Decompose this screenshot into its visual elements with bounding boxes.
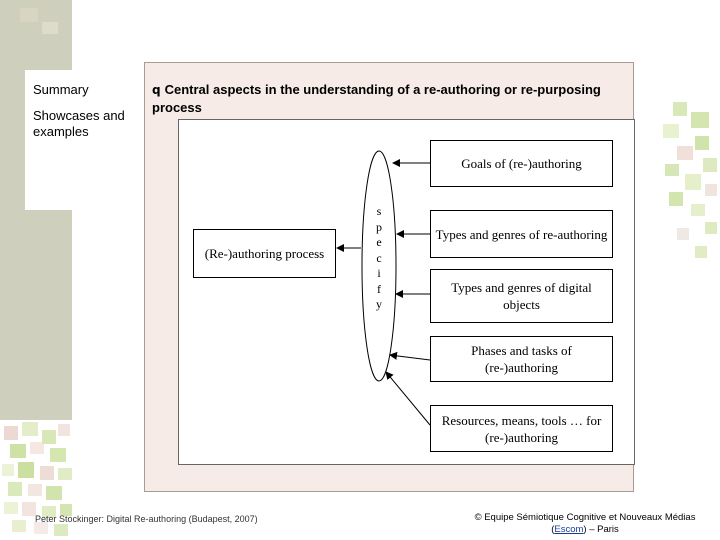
sidebar-item-showcases[interactable]: Showcases and examples [33,108,125,139]
sidebar-item-summary[interactable]: Summary [33,82,89,97]
specify-letter: c [376,250,382,265]
sidebar-nav: Summary Showcases and examples [25,70,138,210]
types-digital-objects-label: Types and genres of digital objects [451,280,592,312]
escom-link[interactable]: Escom [554,524,584,535]
types-digital-objects-box: Types and genres of digital objects [430,269,613,323]
specify-letters: s p e c i f y [371,204,387,313]
specify-letter: p [376,219,382,234]
footer-copyright-line1: © Equipe Sémiotique Cognitive et Nouveau… [474,512,696,523]
specify-letter: i [377,266,381,280]
resources-label: Resources, means, tools … for (re-)autho… [441,412,602,445]
reauthoring-process-label: (Re-)authoring process [204,246,325,261]
heading-text: Central aspects in the understanding of … [152,82,601,115]
specify-letter: s [376,204,382,218]
bullet-icon: q [152,83,161,97]
decorative-squares-bottom-left [0,420,75,540]
specify-letter: f [377,281,381,296]
specify-letter: y [376,297,382,311]
goals-box: Goals of (re-)authoring [430,140,613,187]
footer-location: ) – Paris [583,524,619,535]
phases-tasks-label: Phases and tasks of (re-)authoring [471,343,572,375]
decorative-squares-right [663,102,717,258]
footer-copyright-line2: (Escom) – Paris [450,524,720,536]
footer-copyright: © Equipe Sémiotique Cognitive et Nouveau… [450,512,720,536]
types-reauthoring-label: Types and genres of re-authoring [435,226,608,242]
footer-credit: Peter Stockinger: Digital Re-authoring (… [35,514,258,524]
goals-label: Goals of (re-)authoring [461,156,582,171]
reauthoring-process-box: (Re-)authoring process [193,229,336,278]
footer-paren: ( [551,524,555,535]
resources-box: Resources, means, tools … for (re-)autho… [430,405,613,452]
types-reauthoring-box: Types and genres of re-authoring [430,210,613,258]
phases-tasks-box: Phases and tasks of (re-)authoring [430,336,613,382]
decorative-squares-top-left [20,8,58,34]
specify-letter: e [376,235,382,249]
